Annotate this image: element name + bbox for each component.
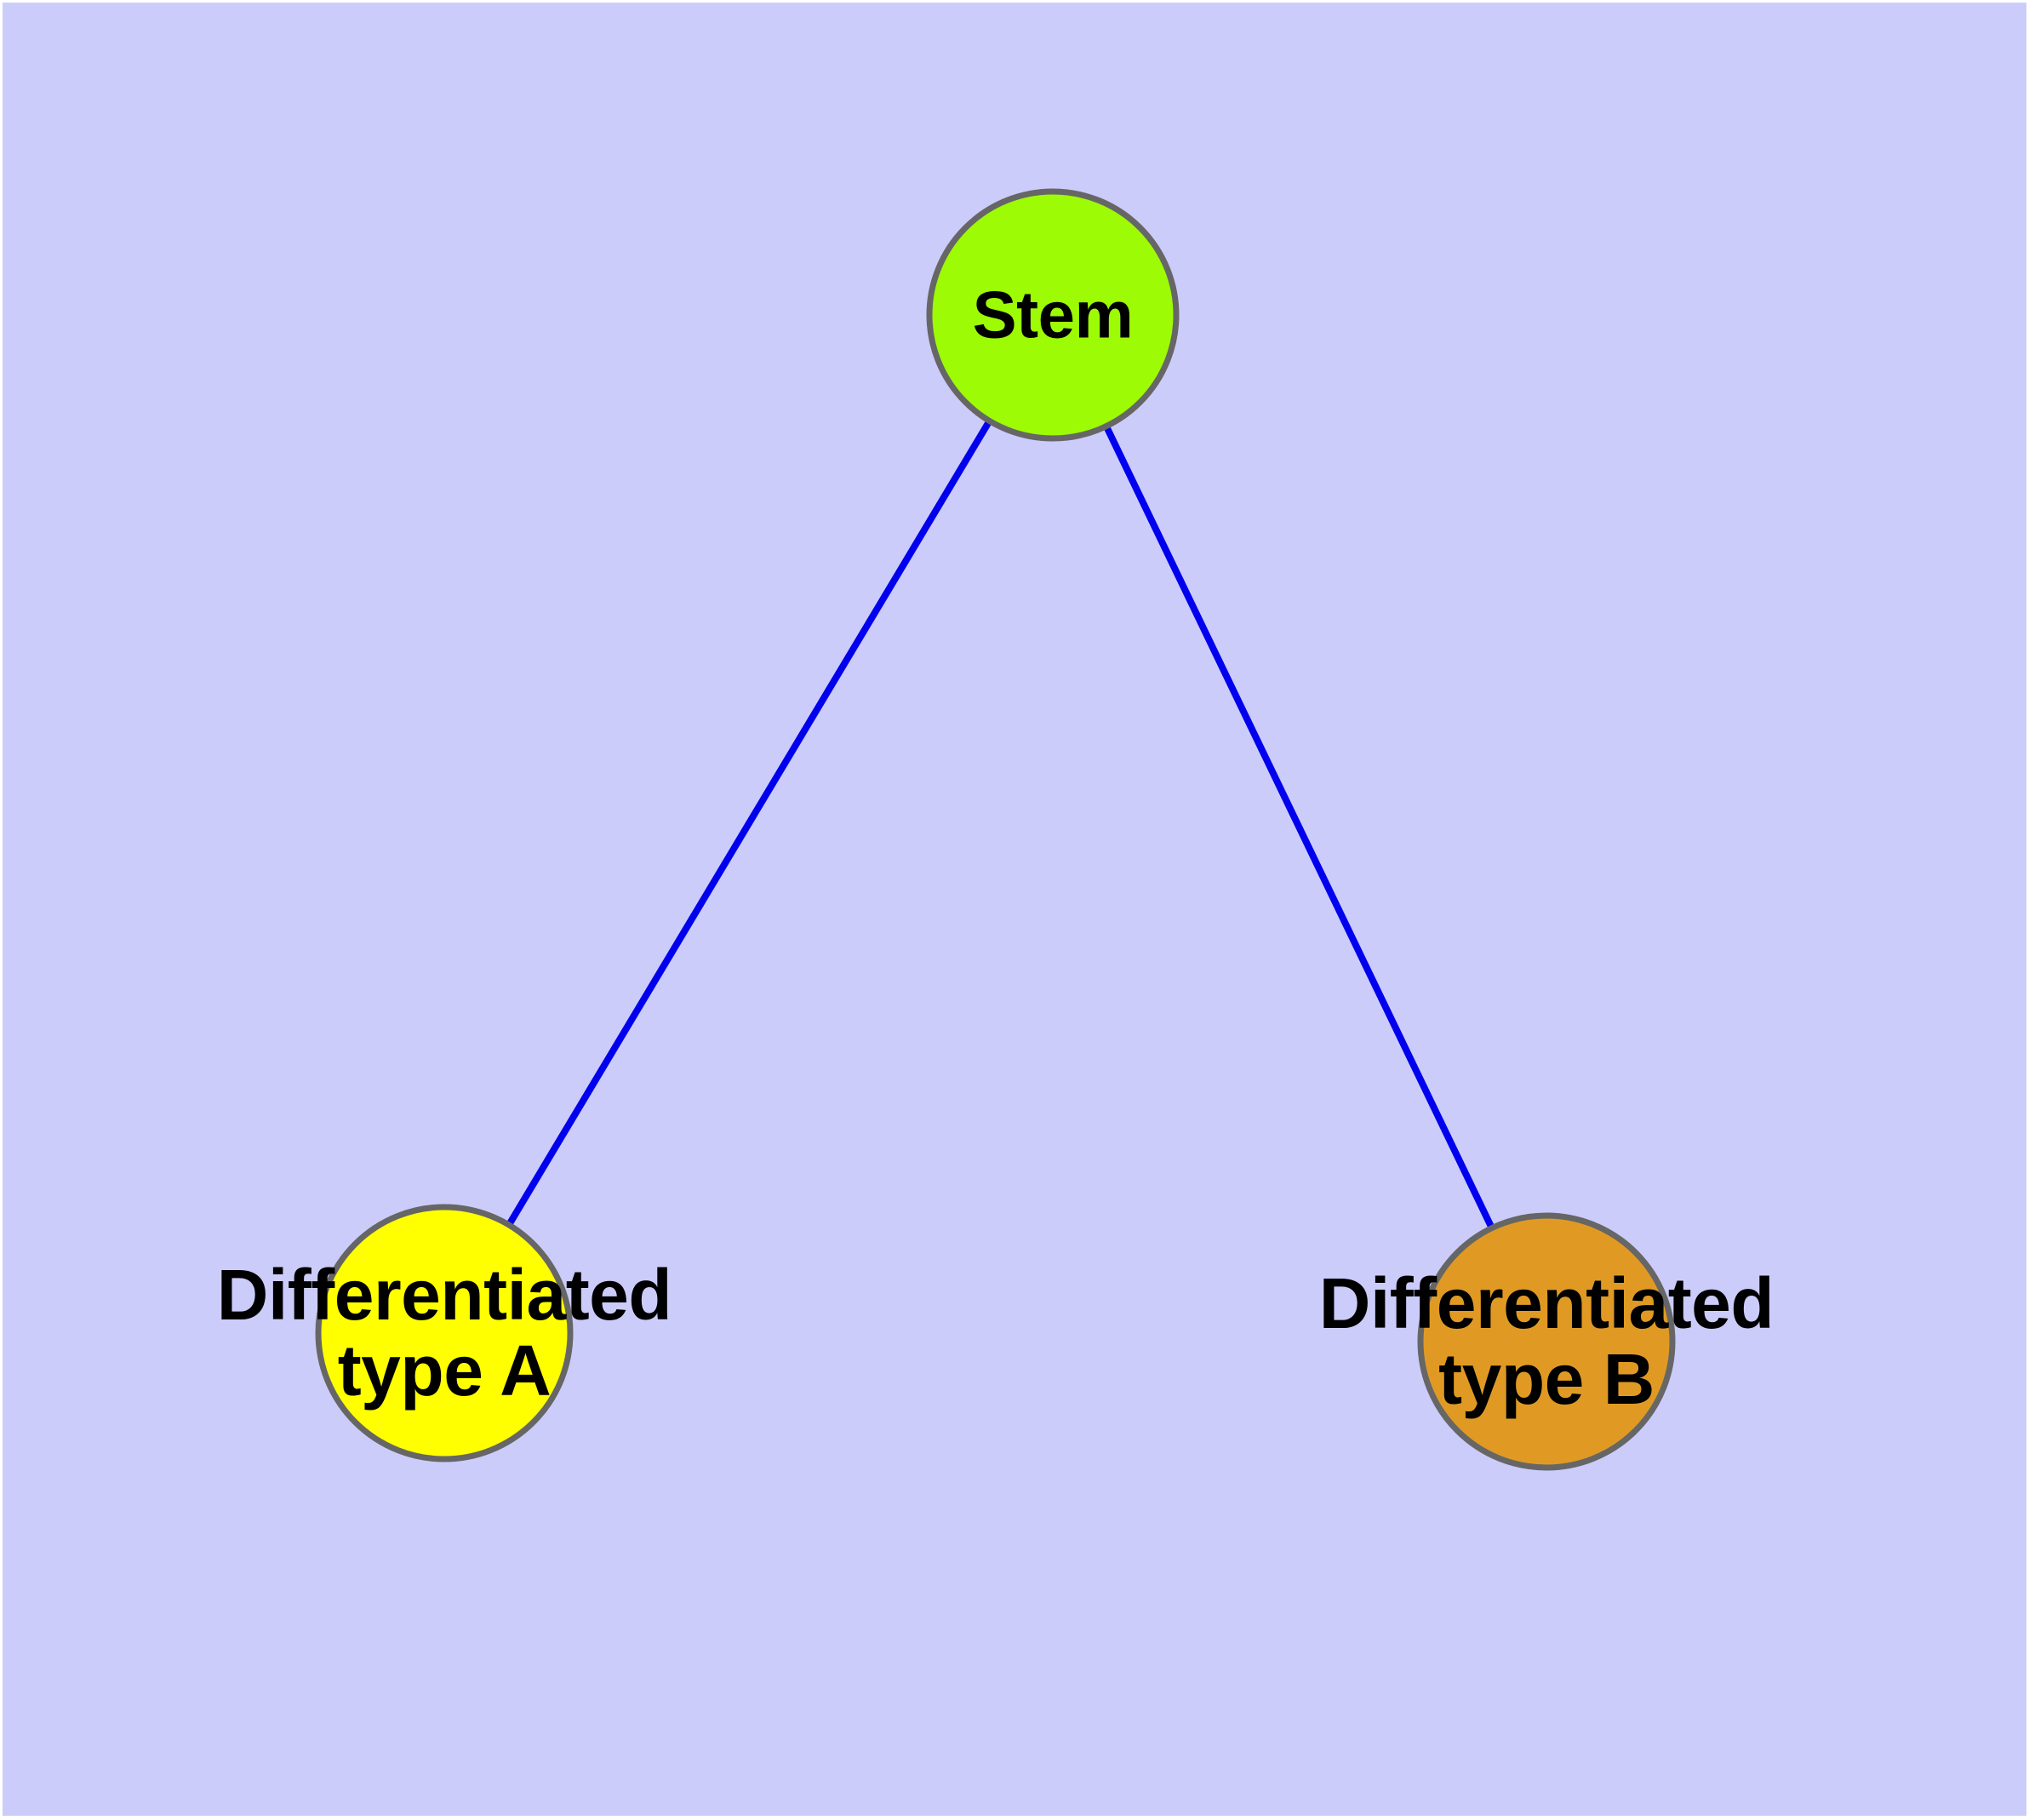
node-stem[interactable] — [926, 188, 1180, 442]
node-differentiated-type-a[interactable] — [315, 1204, 574, 1462]
graph-edges — [441, 312, 1550, 1343]
node-differentiated-type-b[interactable] — [1417, 1212, 1676, 1471]
edge-stem-to-differentiated-type-b[interactable] — [1049, 313, 1550, 1343]
graph-nodes — [315, 188, 1676, 1471]
cell-differentiation-graph — [315, 188, 1676, 1471]
edge-stem-to-differentiated-type-a[interactable] — [441, 312, 1056, 1336]
